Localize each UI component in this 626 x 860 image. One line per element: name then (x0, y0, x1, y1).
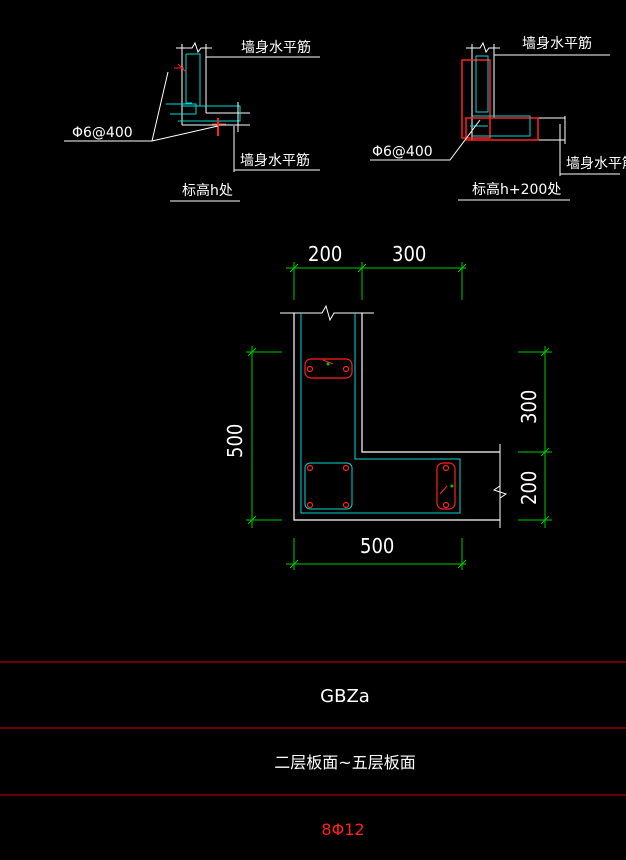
dim-left: 500 (223, 424, 247, 458)
rebar-dots (306, 365, 450, 509)
info-table: GBZa 二层板面~五层板面 8Φ12 (0, 661, 626, 839)
dim-bottom: 500 (360, 534, 394, 558)
right-wall-rebar-bottom-label: 墙身水平筋 (566, 155, 626, 172)
left-elevation-label: 标高h处 (182, 182, 233, 199)
right-stirrup-label: Φ6@400 (372, 144, 433, 160)
left-stirrup-label: Φ6@400 (72, 125, 133, 141)
dim-top-right: 300 (392, 242, 426, 266)
dim-right-bottom: 200 (517, 471, 541, 505)
detail-right: 墙身水平筋 Φ6@400 墙身水平筋 标高h+200处 (370, 35, 626, 201)
dim-top-left: 200 (308, 242, 342, 266)
column-section: 200 300 500 500 300 200 (223, 242, 552, 570)
dimensions (246, 262, 552, 570)
right-wall-rebar-top-label: 墙身水平筋 (522, 35, 592, 52)
right-elevation-label: 标高h+200处 (472, 181, 561, 198)
detail-left: 墙身水平筋 Φ6@400 墙身水平筋 标高h处 (64, 39, 320, 202)
rebar-spec: 8Φ12 (321, 820, 364, 839)
dim-right-top: 300 (517, 390, 541, 424)
left-wall-rebar-top-label: 墙身水平筋 (241, 39, 311, 56)
floor-range: 二层板面~五层板面 (274, 753, 415, 772)
column-name: GBZa (320, 686, 370, 707)
left-wall-rebar-bottom-label: 墙身水平筋 (240, 152, 310, 169)
